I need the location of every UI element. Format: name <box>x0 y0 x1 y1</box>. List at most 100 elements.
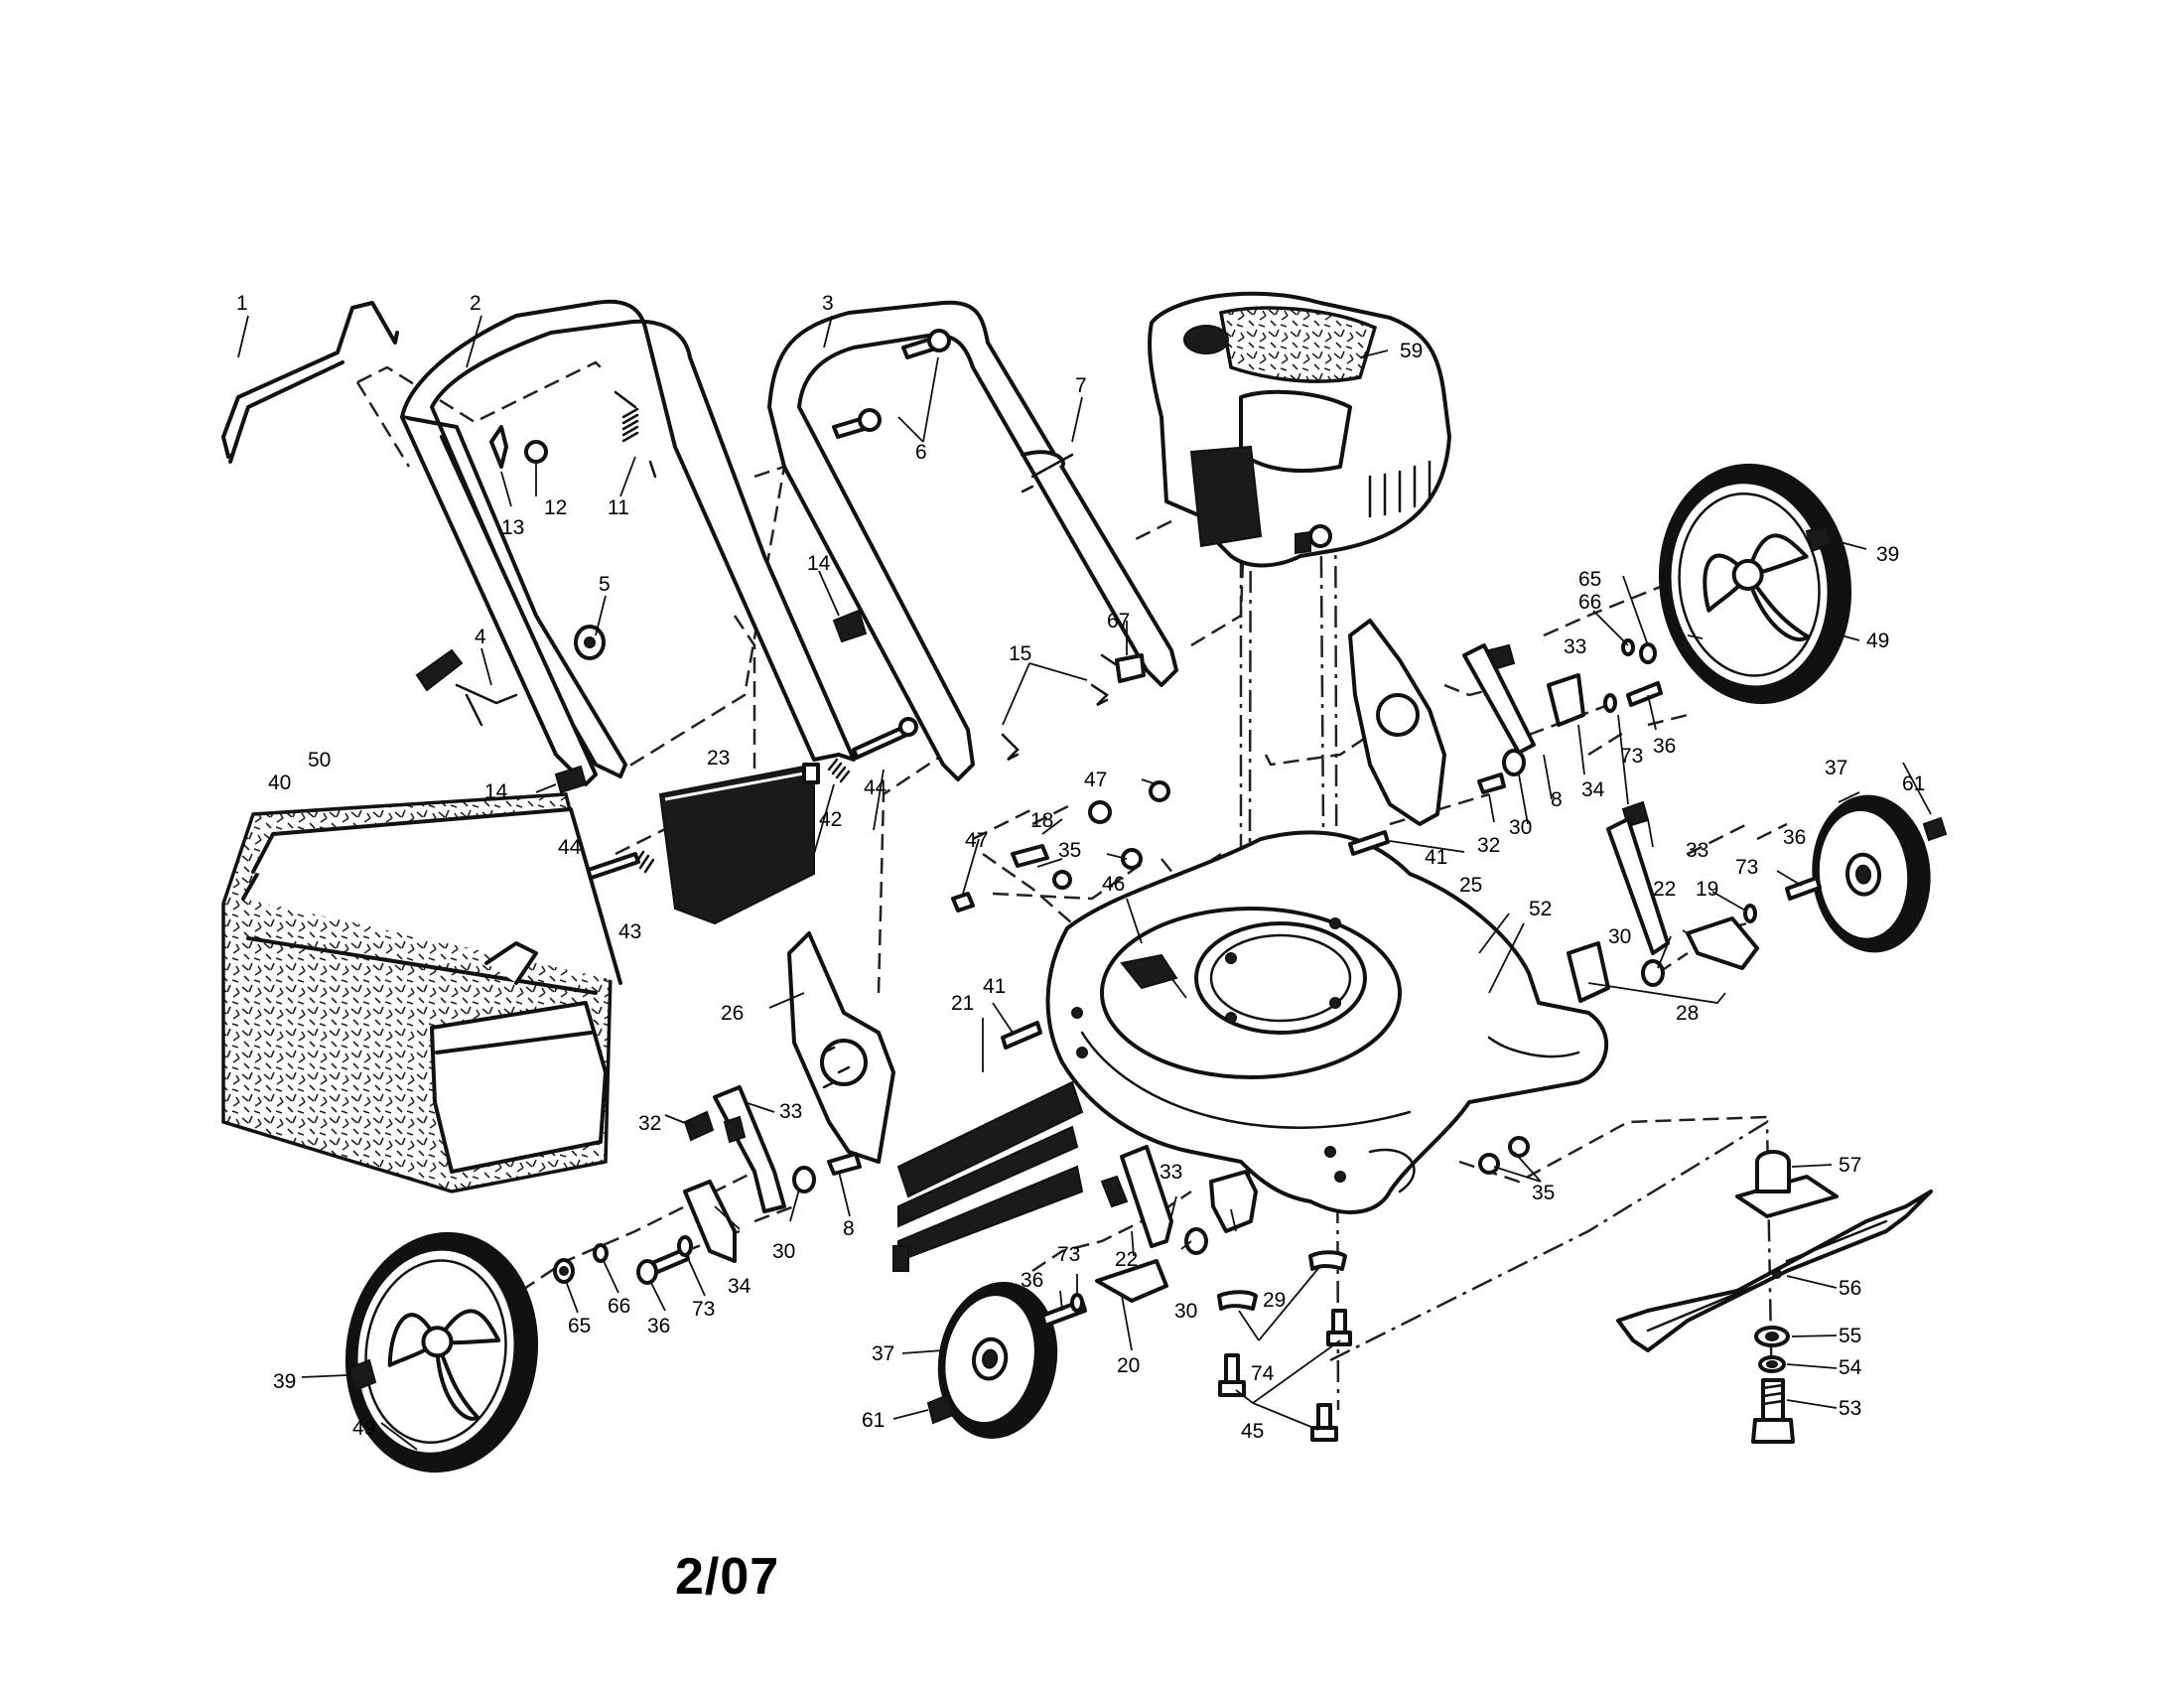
bolt-36-front-right <box>1785 876 1822 901</box>
spacer-73-front-right <box>1743 904 1757 923</box>
callout-44-upper: 44 <box>864 776 887 799</box>
callout-35-lower: 35 <box>1532 1182 1555 1204</box>
callout-37-front-right: 37 <box>1825 757 1847 779</box>
wing-knob-14-right <box>832 609 868 643</box>
callout-12: 12 <box>544 496 567 519</box>
hubcap-39-right <box>1805 524 1834 553</box>
callout-33-front: 33 <box>1160 1161 1182 1184</box>
callout-32-left: 32 <box>638 1112 661 1135</box>
callout-44-lower: 44 <box>558 836 582 859</box>
callout-66-left: 66 <box>608 1295 630 1318</box>
callout-55: 55 <box>1839 1325 1861 1347</box>
baffle-21 <box>892 1080 1084 1272</box>
bolt-32-right <box>1477 772 1506 794</box>
callout-61-left: 61 <box>862 1409 885 1432</box>
bolts-45 <box>1218 1309 1352 1442</box>
callout-39-right: 39 <box>1876 543 1899 566</box>
date-code: 2/07 <box>675 1548 780 1606</box>
callout-13: 13 <box>501 516 524 539</box>
callout-40: 40 <box>268 772 291 794</box>
bolt-12 <box>524 440 548 464</box>
callout-46: 46 <box>1102 873 1125 896</box>
callout-6: 6 <box>915 441 927 464</box>
rear-height-adjuster-26 <box>787 931 895 1164</box>
callout-20: 20 <box>1117 1354 1140 1377</box>
cable-clip-67 <box>1100 653 1146 683</box>
washer-30-front <box>1184 1227 1208 1255</box>
callout-8-left: 8 <box>843 1217 855 1240</box>
callout-14-right: 14 <box>807 552 831 575</box>
callout-66-right: 66 <box>1578 591 1601 614</box>
callout-45: 45 <box>1241 1420 1264 1443</box>
knob-4 <box>415 648 518 727</box>
callout-43: 43 <box>618 920 641 943</box>
lever-33-left <box>713 1085 786 1213</box>
callout-73-right-rear: 73 <box>1620 745 1643 768</box>
callout-49-left: 49 <box>352 1417 375 1440</box>
callout-37-front-left: 37 <box>872 1342 894 1365</box>
callout-34-left: 34 <box>728 1275 751 1298</box>
callout-30-right: 30 <box>1509 816 1532 839</box>
bolts-6 <box>832 329 951 439</box>
callout-57: 57 <box>1839 1154 1861 1177</box>
spacer-73-right-rear <box>1603 693 1617 713</box>
front-height-adjuster-left <box>1040 1145 1258 1328</box>
callout-34-right: 34 <box>1581 778 1605 801</box>
callout-65-right: 65 <box>1578 568 1601 591</box>
callout-36-right-rear: 36 <box>1653 735 1676 758</box>
callout-61-right: 61 <box>1902 772 1925 795</box>
bracket-19 <box>1686 916 1759 970</box>
cover-32-left <box>683 1110 715 1142</box>
washer-55 <box>1754 1326 1790 1347</box>
plate-29 <box>1209 1170 1258 1233</box>
wheel-49-right <box>1643 450 1867 718</box>
callout-19: 19 <box>1696 878 1718 901</box>
blade-56 <box>1616 1190 1933 1352</box>
hubcap-61-left <box>926 1393 955 1425</box>
callout-labels: 1 2 3 4 5 6 7 8 8 11 12 13 14 14 15 18 1… <box>236 292 1925 1443</box>
callout-42: 42 <box>819 808 842 831</box>
bolt-41-left <box>1001 1021 1042 1050</box>
callout-56: 56 <box>1839 1277 1861 1300</box>
cover-22-left <box>1100 1175 1129 1208</box>
bolt-36-right-rear <box>1626 681 1663 707</box>
callout-30-left: 30 <box>772 1240 795 1263</box>
leader-lines <box>237 315 1932 1451</box>
callout-22-right: 22 <box>1653 878 1676 901</box>
hubcap-39-left <box>347 1358 377 1392</box>
bolt-8-left <box>827 1152 862 1176</box>
handle-control-bar <box>221 301 399 464</box>
bracket-34-left <box>683 1180 737 1263</box>
callout-67: 67 <box>1107 610 1130 632</box>
callout-35-upper: 35 <box>1058 839 1081 862</box>
hinge-rod-44-upper <box>852 717 918 760</box>
hairpin-clips-15 <box>1001 683 1109 762</box>
callout-73-left: 73 <box>692 1298 715 1321</box>
callout-30-front: 30 <box>1174 1300 1197 1323</box>
callout-73-right-front: 73 <box>1735 856 1758 879</box>
bracket-20 <box>1095 1259 1168 1303</box>
callout-21: 21 <box>951 992 974 1015</box>
flap-46 <box>1120 953 1178 990</box>
callout-41-right: 41 <box>1425 846 1447 869</box>
callout-74: 74 <box>1251 1362 1275 1385</box>
spring-icon <box>614 390 657 479</box>
wing-knob-14-left <box>554 765 588 794</box>
callout-28: 28 <box>1676 1002 1699 1025</box>
washers-65-66-left <box>553 1243 609 1284</box>
nuts-47-18-35 <box>951 780 1170 912</box>
wheel-37-front-right <box>1805 789 1938 958</box>
lever-33-right-rear <box>1462 643 1536 755</box>
callout-7: 7 <box>1075 374 1087 397</box>
lock-washer-54 <box>1758 1355 1786 1373</box>
callout-49-right: 49 <box>1866 630 1889 652</box>
callout-73-front-left: 73 <box>1057 1243 1080 1266</box>
callout-22-left: 22 <box>1115 1248 1138 1271</box>
spacer-73-left <box>677 1235 693 1257</box>
callout-33-right-rear: 33 <box>1564 635 1586 658</box>
door-spring-43 <box>633 850 655 874</box>
lower-handle <box>767 300 1178 781</box>
callout-8-right: 8 <box>1551 788 1563 811</box>
washer-30-left <box>792 1166 816 1193</box>
